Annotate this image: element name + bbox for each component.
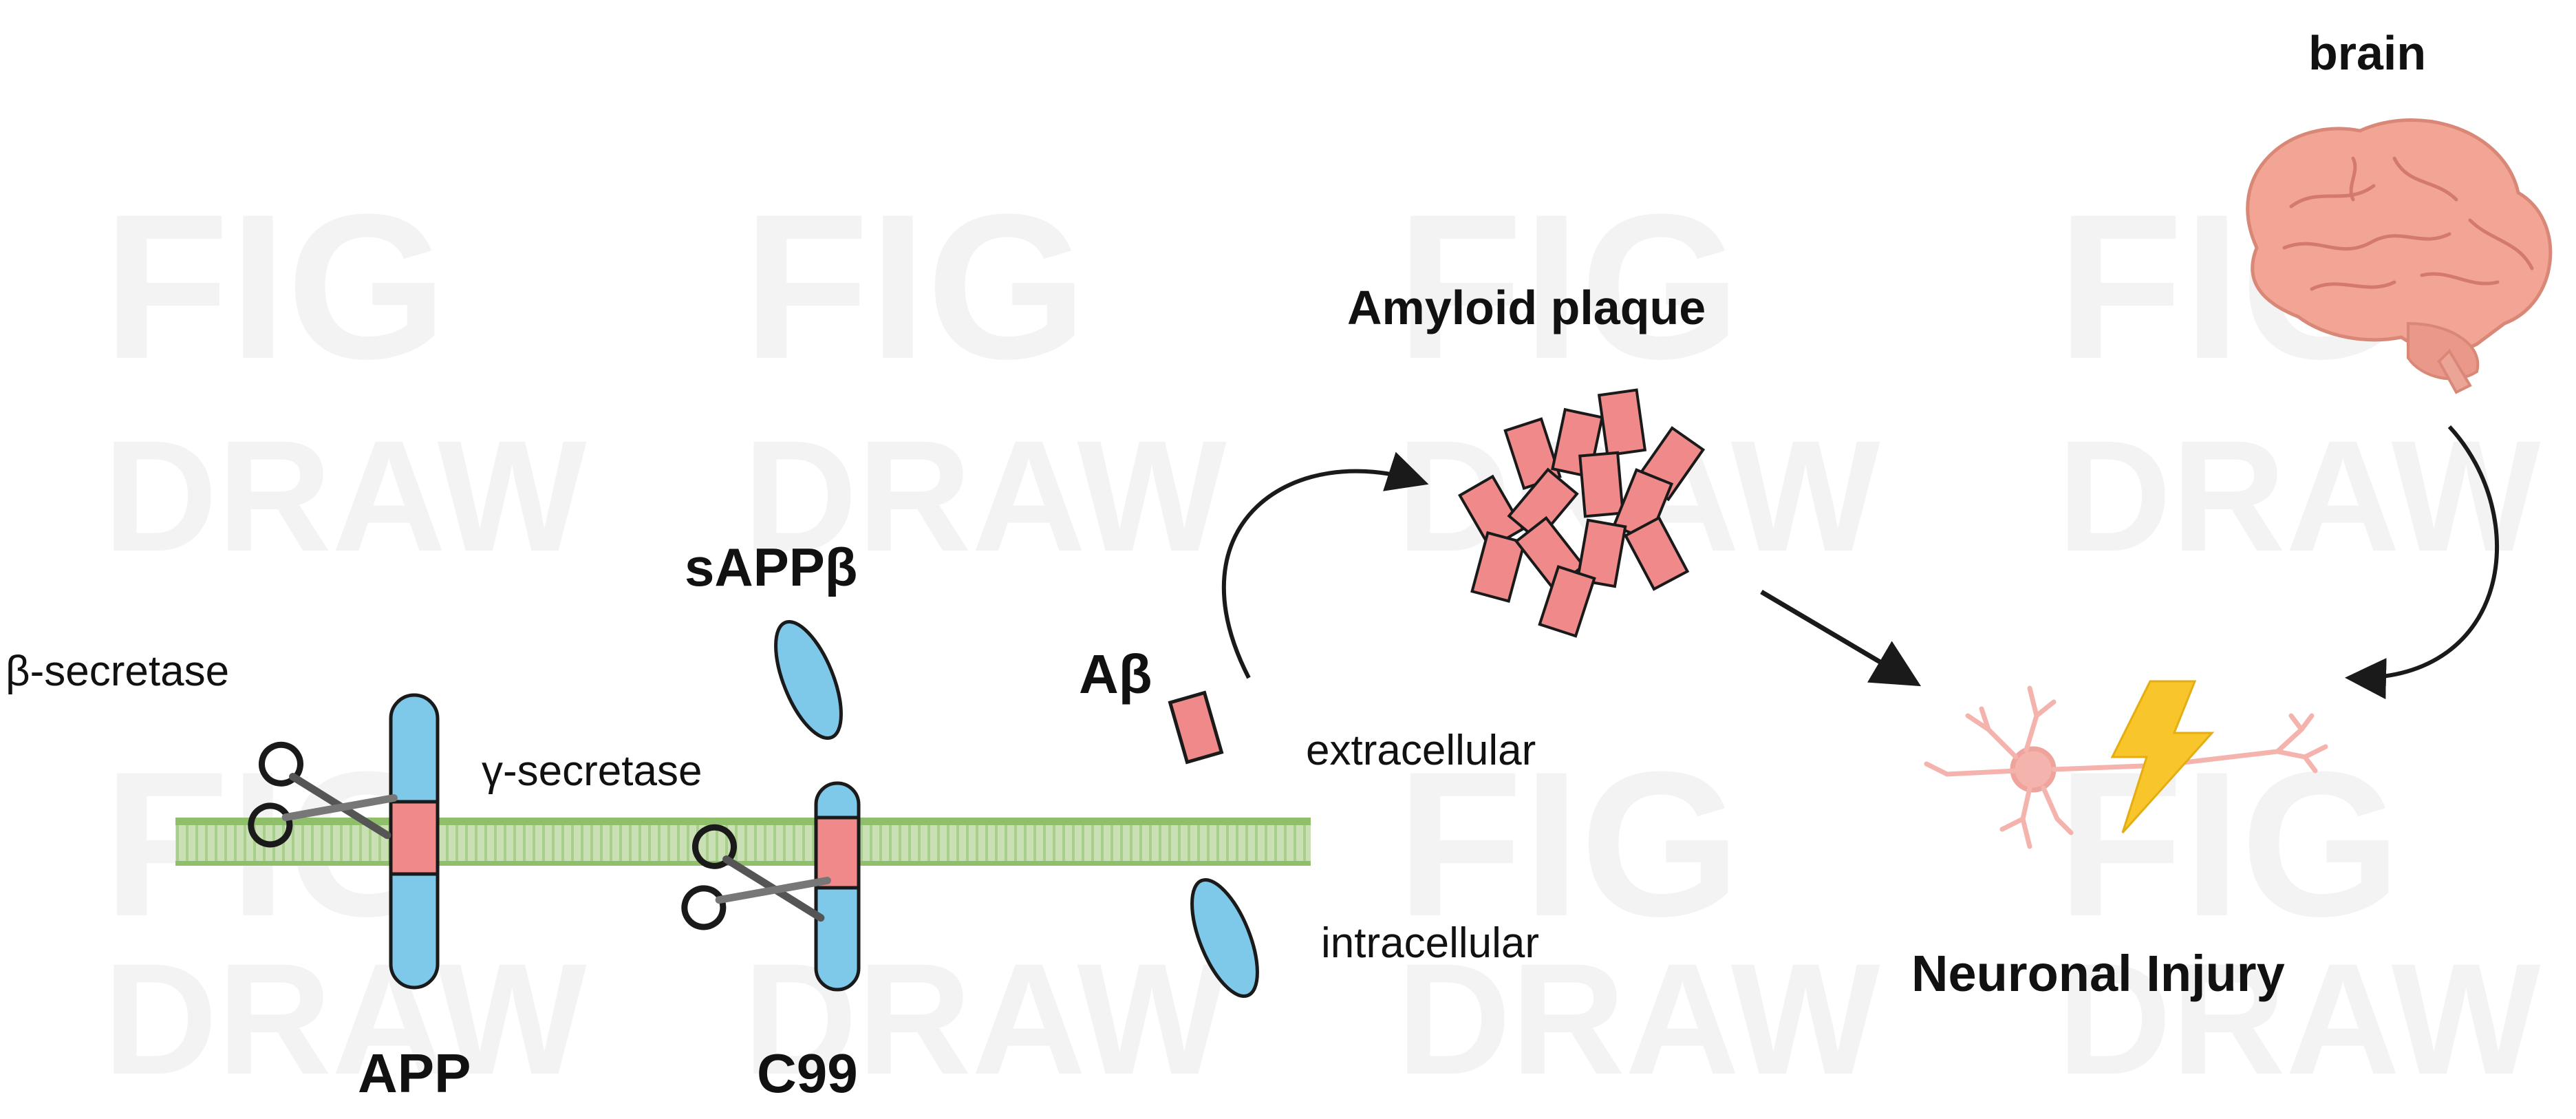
brain-icon — [2246, 118, 2553, 394]
amyloid-plaque-label: Amyloid plaque — [1347, 281, 1706, 334]
app-protein — [389, 693, 440, 990]
neuron-icon — [1924, 685, 2328, 849]
watermark-text: DRAW — [743, 407, 1227, 584]
neuronal-injury-label: Neuronal Injury — [1911, 945, 2285, 1002]
watermark-text: FIG — [743, 171, 1087, 402]
brain-to-neuron-arrow — [2345, 425, 2500, 699]
watermark-text: DRAW — [1397, 930, 1880, 1107]
beta-secretase-label: β-secretase — [6, 648, 230, 695]
gamma-secretase-label: γ-secretase — [482, 747, 702, 795]
scissors-icon — [248, 741, 398, 848]
aggregation-arrow — [1221, 451, 1429, 679]
intracellular-fragment — [1190, 877, 1259, 999]
abeta-label: Aβ — [1079, 643, 1152, 705]
watermark-text: DRAW — [103, 930, 587, 1107]
app-label: APP — [358, 1043, 471, 1104]
lightning-icon — [2110, 680, 2215, 834]
toxicity-arrow — [1760, 589, 1922, 687]
intracellular-label: intracellular — [1321, 919, 1540, 967]
abeta-monomer — [1168, 690, 1224, 765]
sappb-fragment — [774, 619, 843, 740]
scissors-icon — [681, 824, 831, 930]
brain-label: brain — [2308, 26, 2427, 80]
watermark-text: DRAW — [103, 407, 587, 584]
watermark-text: FIG — [1397, 728, 1741, 959]
watermark-text: FIG — [103, 171, 447, 402]
amyloid-plaque-cluster — [1458, 388, 1706, 638]
c99-fragment — [814, 781, 861, 992]
c99-label: C99 — [757, 1043, 858, 1104]
watermark-text: DRAW — [2057, 407, 2541, 584]
watermark-text: DRAW — [2057, 930, 2541, 1107]
sappb-label: sAPPβ — [685, 537, 858, 597]
extracellular-label: extracellular — [1306, 727, 1536, 774]
watermark-text: FIG — [2057, 728, 2401, 959]
cell-membrane — [175, 818, 1311, 866]
watermark-text: FIG — [1397, 171, 1741, 402]
